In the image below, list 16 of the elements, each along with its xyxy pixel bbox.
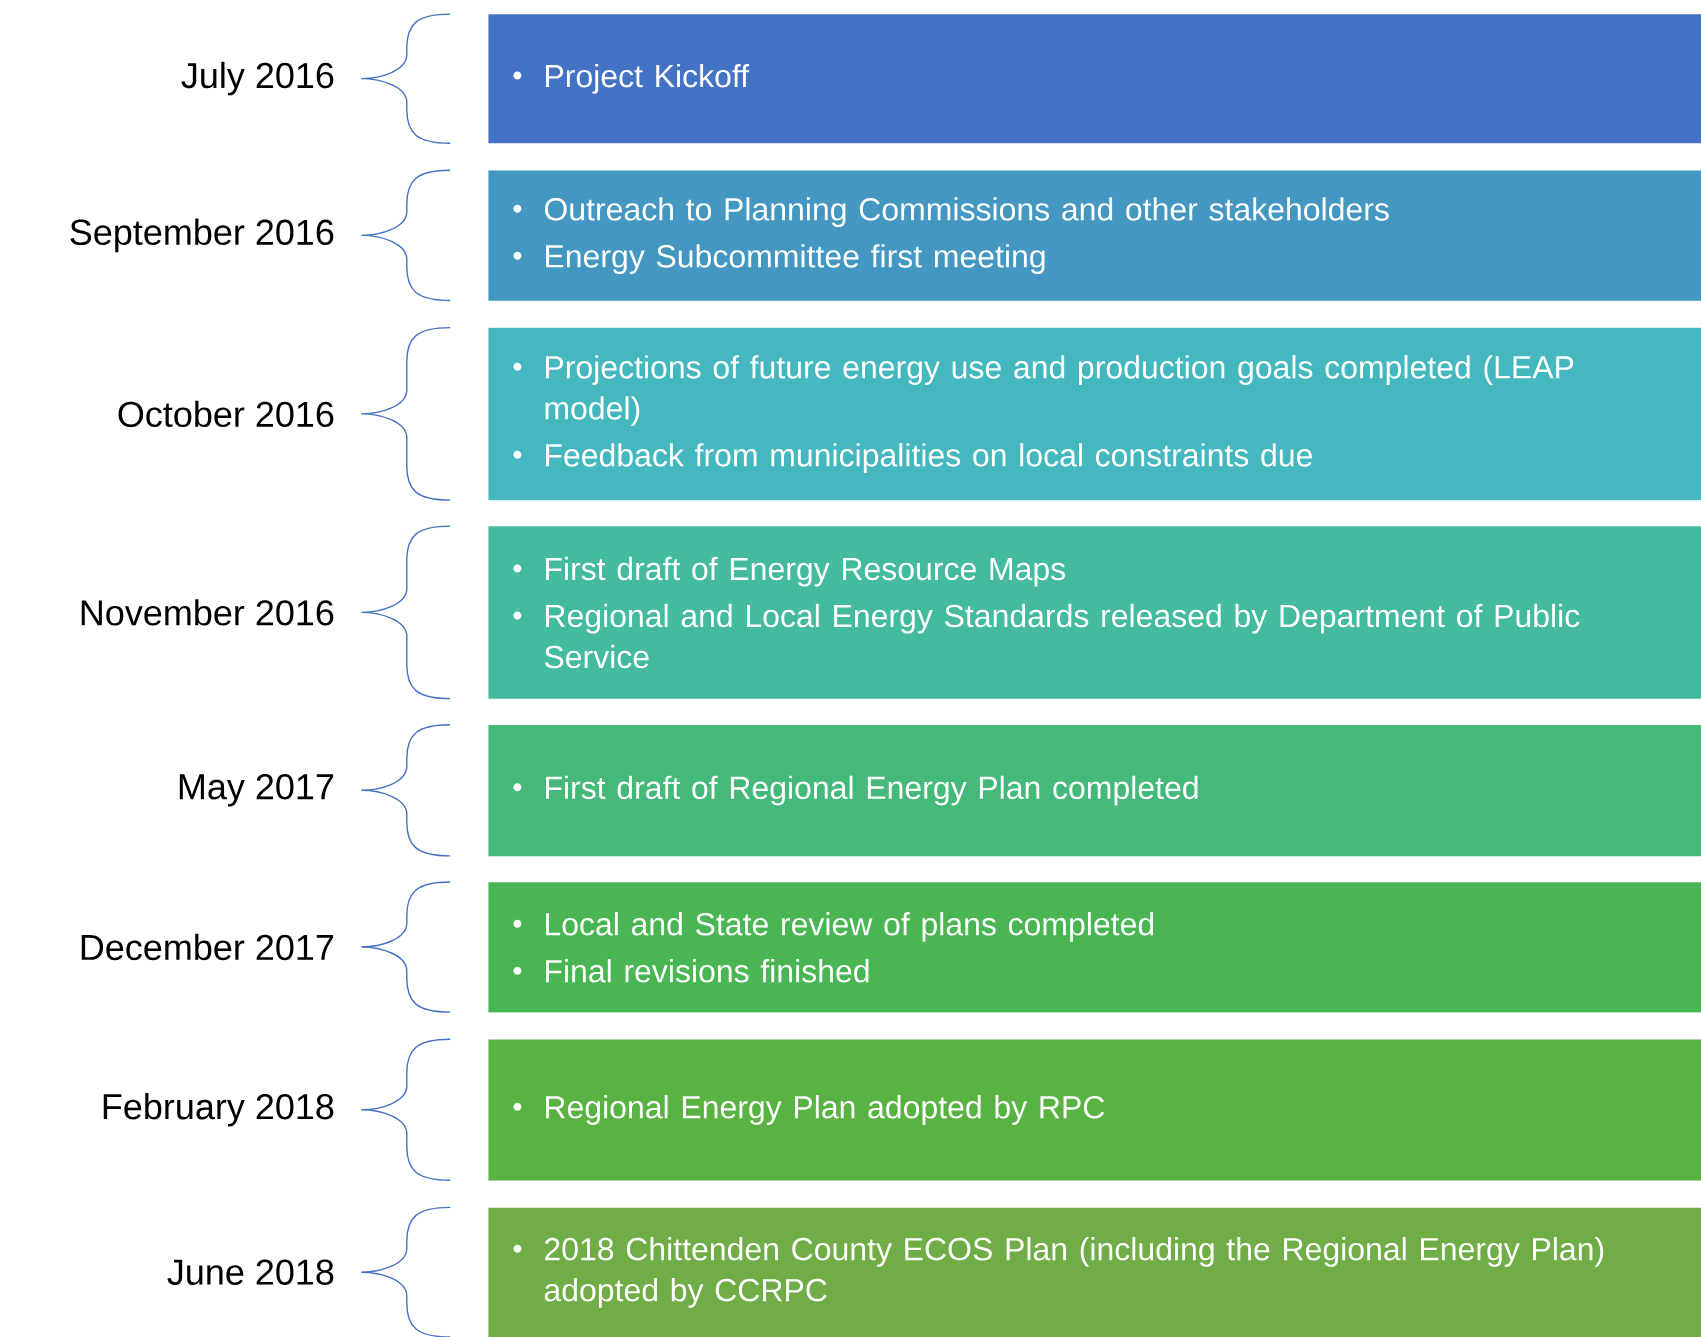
date-label: December 2017 [81, 933, 334, 961]
timeline-box: Local and State review of plans completed Final revisions finished [488, 882, 1701, 1013]
timeline-box: First draft of Regional Energy Plan completed [488, 724, 1701, 857]
date-label: February 2018 [103, 1093, 334, 1127]
date-label: July 2016 [181, 61, 334, 96]
timeline-box: First draft of Energy Resource Maps Regional and Local Energy Standards released by Department of Public Service [488, 526, 1701, 699]
timeline-box: Projections of future energy use and production goals completed (LEAP model) Feedback from municipalities on local constraints due [488, 327, 1701, 501]
timeline-box: Regional Energy Plan adopted by RPC [488, 1039, 1701, 1181]
timeline-box: Outreach to Planning Commissions and other stakeholders Energy Subcommittee first meeting [488, 170, 1701, 301]
timeline-box: Project Kickoff [488, 14, 1701, 144]
date-label: June 2018 [167, 1259, 334, 1285]
timeline-box: 2018 Chittenden County ECOS Plan (including the Regional Energy Plan) adopted by CCRPC [488, 1207, 1701, 1337]
date-label: May 2017 [179, 774, 334, 807]
date-label: September 2016 [70, 218, 334, 253]
date-label: October 2016 [118, 400, 334, 428]
date-label: November 2016 [81, 599, 334, 626]
